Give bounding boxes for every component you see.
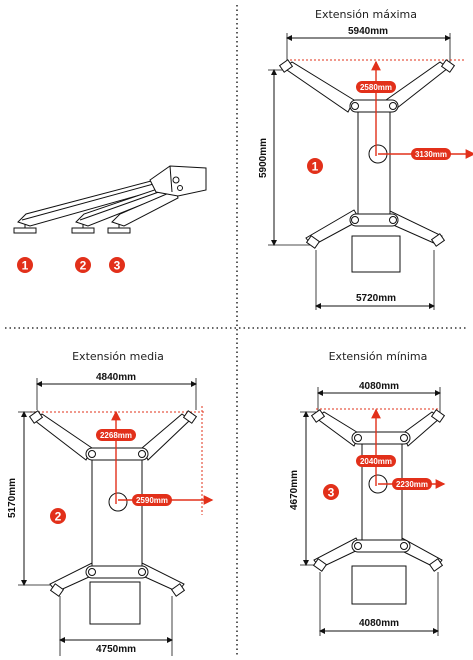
panel-maxima-reach-up-tag [356,81,396,93]
panel-media-reach-side: 2590mm [136,496,168,505]
panel-minima-width-top: 4080mm [359,381,399,392]
side-marker-1-label: 1 [22,259,29,273]
panel-minima-reach-side: 2230mm [396,480,428,489]
panel-minima-height: 4670mm [289,470,300,510]
side-marker-3-label: 3 [114,259,121,273]
side-marker-3 [109,257,125,273]
panel-media-reach-up-tag [96,429,136,441]
panel-minima-marker-label: 3 [328,486,335,500]
panel-maxima-title: Extensión máxima [315,8,417,21]
panel-maxima-width-top: 5940mm [348,26,388,37]
side-base-2 [71,227,95,234]
panel-minima-marker [323,484,339,500]
panel-media-width-top: 4840mm [96,372,136,383]
panel-maxima-height: 5900mm [258,138,269,178]
panel-maxima-reach-side-tag [411,148,451,160]
panel-media-height: 5170mm [7,478,18,518]
panel-media-reach-side-tag [132,494,172,506]
panel-media-title: Extensión media [72,350,164,363]
side-view-illustration [13,165,207,234]
panel-maxima-marker [307,158,323,174]
panel-maxima-reach-up: 2580mm [360,83,392,92]
side-marker-2-label: 2 [80,259,87,273]
side-markers: 1 2 3 [17,257,125,273]
panel-maxima-reach-side: 3130mm [415,150,447,159]
panel-media-marker-label: 2 [55,510,62,524]
panel-media-width-bottom: 4750mm [96,644,136,655]
panel-extension-maxima: Extensión máxima 5940mm 5900mm [258,8,473,310]
side-marker-2 [75,257,91,273]
side-base-3 [107,227,131,234]
side-marker-1 [17,257,33,273]
panel-extension-media: Extensión media 4840mm 5170mm [7,350,214,656]
panel-minima-reach-side-tag [392,478,432,490]
panel-media-reach-up: 2268mm [100,431,132,440]
side-base-1 [13,227,37,234]
panel-media-marker [50,508,66,524]
panel-extension-minima: Extensión mínima 4080mm 4670mm [289,350,446,636]
panel-minima-reach-up: 2040mm [360,457,392,466]
panel-maxima-width-bottom: 5720mm [356,293,396,304]
panel-minima-title: Extensión mínima [329,350,428,363]
panel-maxima-marker-label: 1 [312,160,319,174]
panel-minima-reach-up-tag [356,455,396,467]
panel-minima-width-bottom: 4080mm [359,618,399,629]
